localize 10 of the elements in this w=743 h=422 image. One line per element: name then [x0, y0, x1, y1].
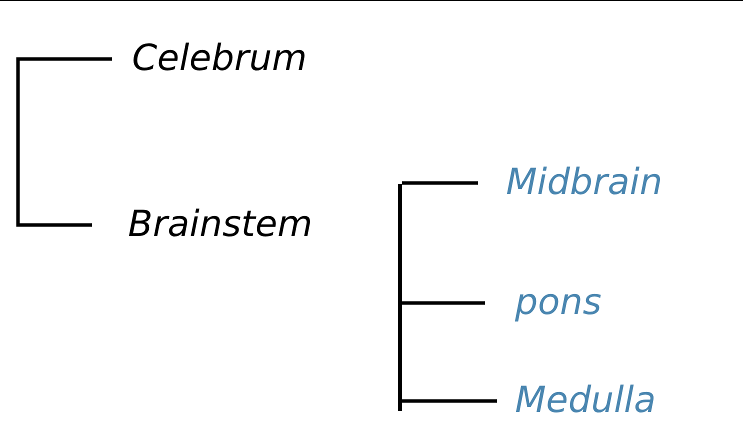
node-label: Brainstem [128, 207, 312, 243]
node-label: Celebrum [132, 41, 307, 77]
bracket-bar [398, 184, 402, 411]
node-label: Medulla [515, 383, 656, 419]
bracket-line [16, 57, 112, 227]
node-label: pons [515, 285, 602, 321]
bracket-line [402, 181, 478, 185]
node-label: Midbrain [506, 165, 662, 201]
bracket-line [402, 399, 497, 403]
bracket-line [402, 301, 485, 305]
